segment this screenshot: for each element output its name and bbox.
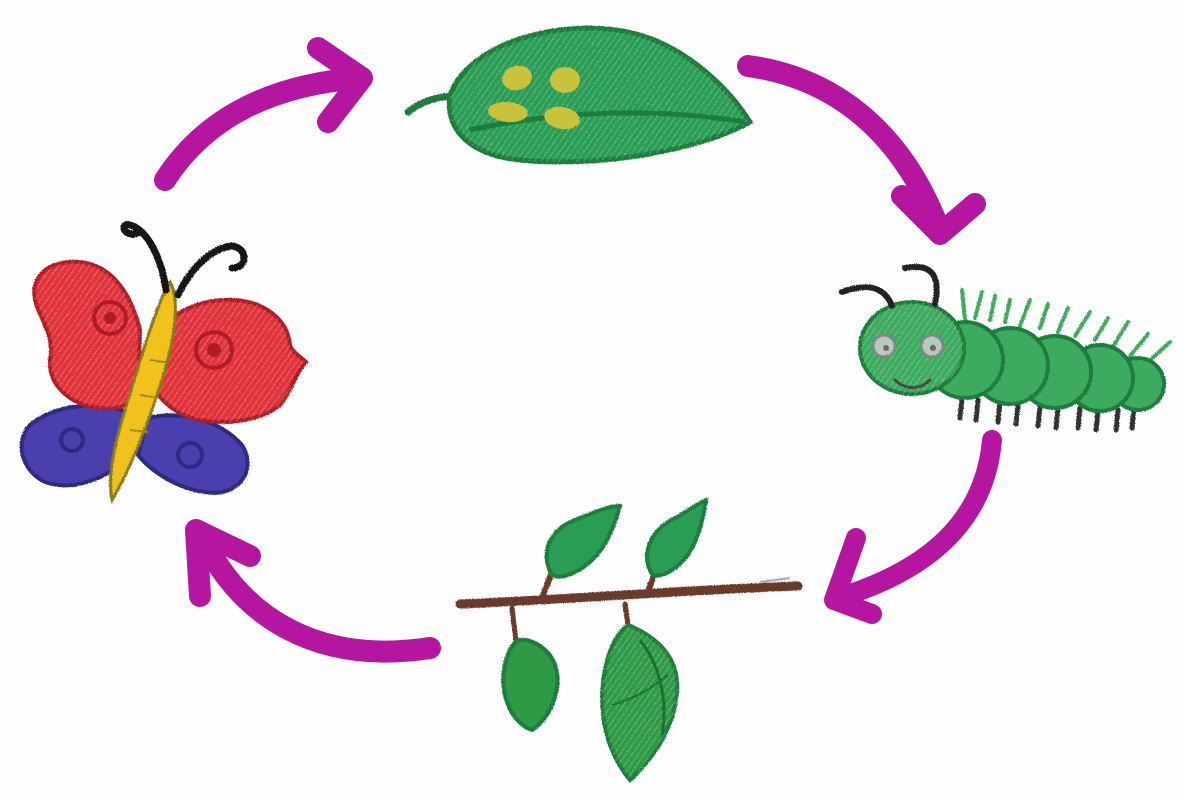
chrysalis-on-branch-icon — [460, 500, 798, 780]
arrow-eggs-to-caterpillar — [748, 66, 975, 234]
butterfly-antennae — [124, 225, 244, 295]
butterfly-icon — [22, 225, 306, 500]
arrow-butterfly-to-eggs — [165, 48, 362, 180]
caterpillar-antennae — [842, 267, 937, 306]
caterpillar-icon — [842, 267, 1170, 430]
arrow-caterpillar-to-chrysalis — [834, 440, 992, 614]
arrow-chrysalis-to-butterfly — [196, 530, 430, 652]
eggs-on-leaf-icon — [408, 28, 750, 162]
